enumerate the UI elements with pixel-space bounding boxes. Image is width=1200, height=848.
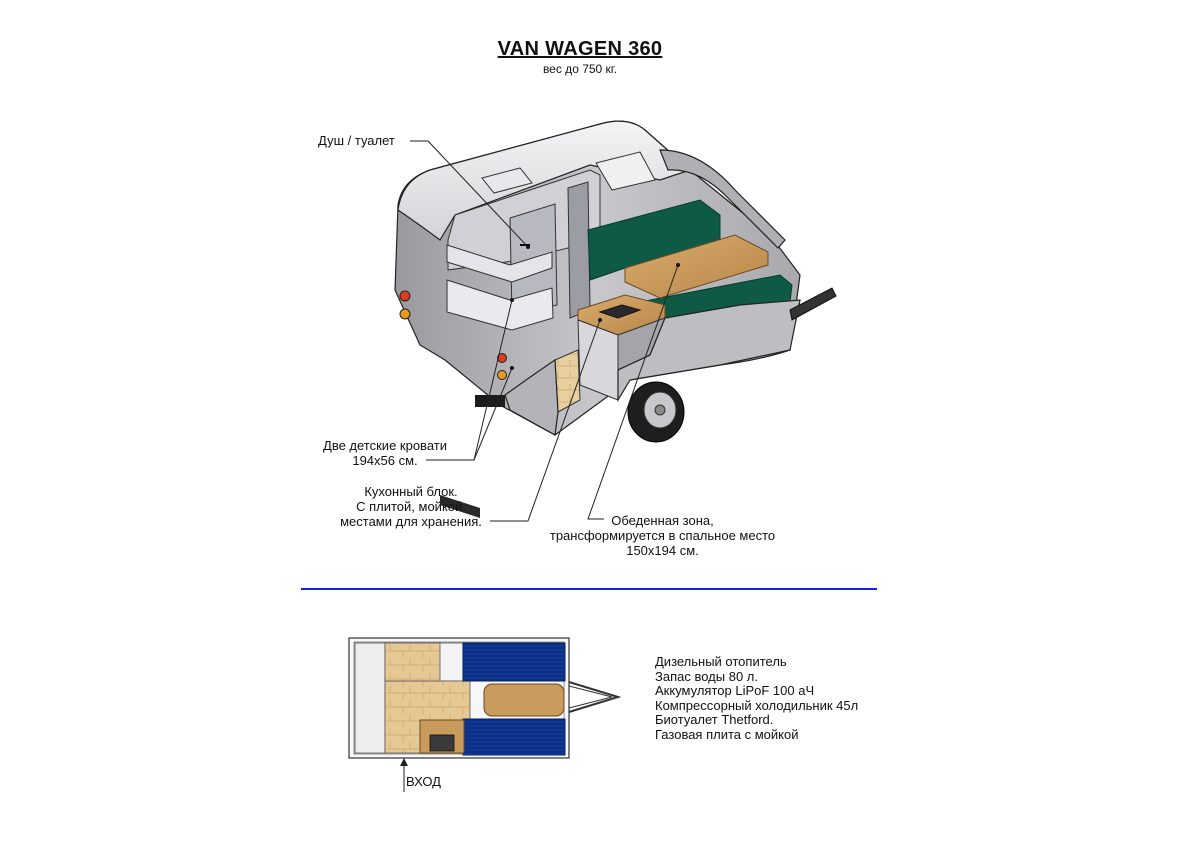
callout-bunks-line1: Две детские кровати bbox=[323, 438, 447, 453]
plan-mattress-top bbox=[462, 642, 566, 682]
plan-table bbox=[483, 683, 565, 717]
spec-item: Запас воды 80 л. bbox=[655, 668, 758, 684]
callout-dining-line2: трансформируется в спальное место bbox=[549, 528, 776, 543]
page-title: VAN WAGEN 360 bbox=[497, 38, 663, 60]
trailer-roof bbox=[397, 120, 692, 241]
tail-light-lower bbox=[399, 308, 411, 320]
specs-list: Дизельный отопитель Запас воды 80 л. Акк… bbox=[655, 654, 859, 742]
spec-item: Газовая плита с мойкой bbox=[655, 726, 799, 742]
chassis-frame bbox=[440, 494, 480, 518]
callout-dining-line1: Обеденная зона, bbox=[611, 513, 714, 528]
callout-bunks: Две детские кровати 194х56 см. bbox=[310, 438, 460, 468]
callout-shower: Душ / туалет bbox=[318, 133, 395, 148]
roof-hatch-front bbox=[481, 167, 533, 194]
callout-kitchen-line3: местами для хранения. bbox=[340, 514, 482, 529]
leader-bunks-2 bbox=[473, 367, 513, 461]
plan-shower bbox=[354, 642, 386, 754]
side-light-lower bbox=[497, 370, 507, 380]
plan-drawbar bbox=[568, 681, 622, 713]
callout-kitchen: Кухонный блок. С плитой, мойкой. местами… bbox=[326, 484, 496, 529]
kitchen-sink bbox=[598, 304, 642, 319]
plan-mattress-bottom bbox=[462, 718, 566, 756]
roof-hatch-rear bbox=[595, 151, 656, 191]
spec-item: Биотуалет Thetford. bbox=[655, 712, 774, 727]
side-light-upper bbox=[497, 353, 507, 363]
dining-table bbox=[624, 234, 769, 299]
bunk-upper bbox=[446, 244, 553, 283]
page-subtitle: вес до 750 кг. bbox=[542, 62, 618, 76]
leader-kitchen bbox=[490, 319, 601, 522]
rear-hatch-lid bbox=[659, 149, 786, 249]
tail-light-upper bbox=[399, 290, 411, 302]
leader-dining bbox=[587, 264, 679, 520]
callout-bunks-line2: 194х56 см. bbox=[352, 453, 418, 468]
leader-shower bbox=[410, 140, 529, 248]
spec-item: Компрессорный холодильник 45л bbox=[655, 697, 859, 713]
callout-kitchen-line2: С плитой, мойкой. bbox=[356, 499, 466, 514]
spec-item: Аккумулятор LiPoF 100 аЧ bbox=[655, 683, 815, 698]
callout-dining: Обеденная зона, трансформируется в спаль… bbox=[530, 513, 795, 558]
section-divider bbox=[301, 588, 877, 590]
spec-item: Дизельный отопитель bbox=[655, 654, 787, 669]
callout-kitchen-line1: Кухонный блок. bbox=[364, 484, 458, 499]
callout-dining-line3: 150х194 см. bbox=[626, 543, 699, 558]
entrance-label: ВХОД bbox=[406, 774, 441, 789]
plan-sink bbox=[429, 734, 455, 752]
front-side-panel bbox=[504, 358, 559, 436]
drawbar bbox=[789, 287, 837, 321]
